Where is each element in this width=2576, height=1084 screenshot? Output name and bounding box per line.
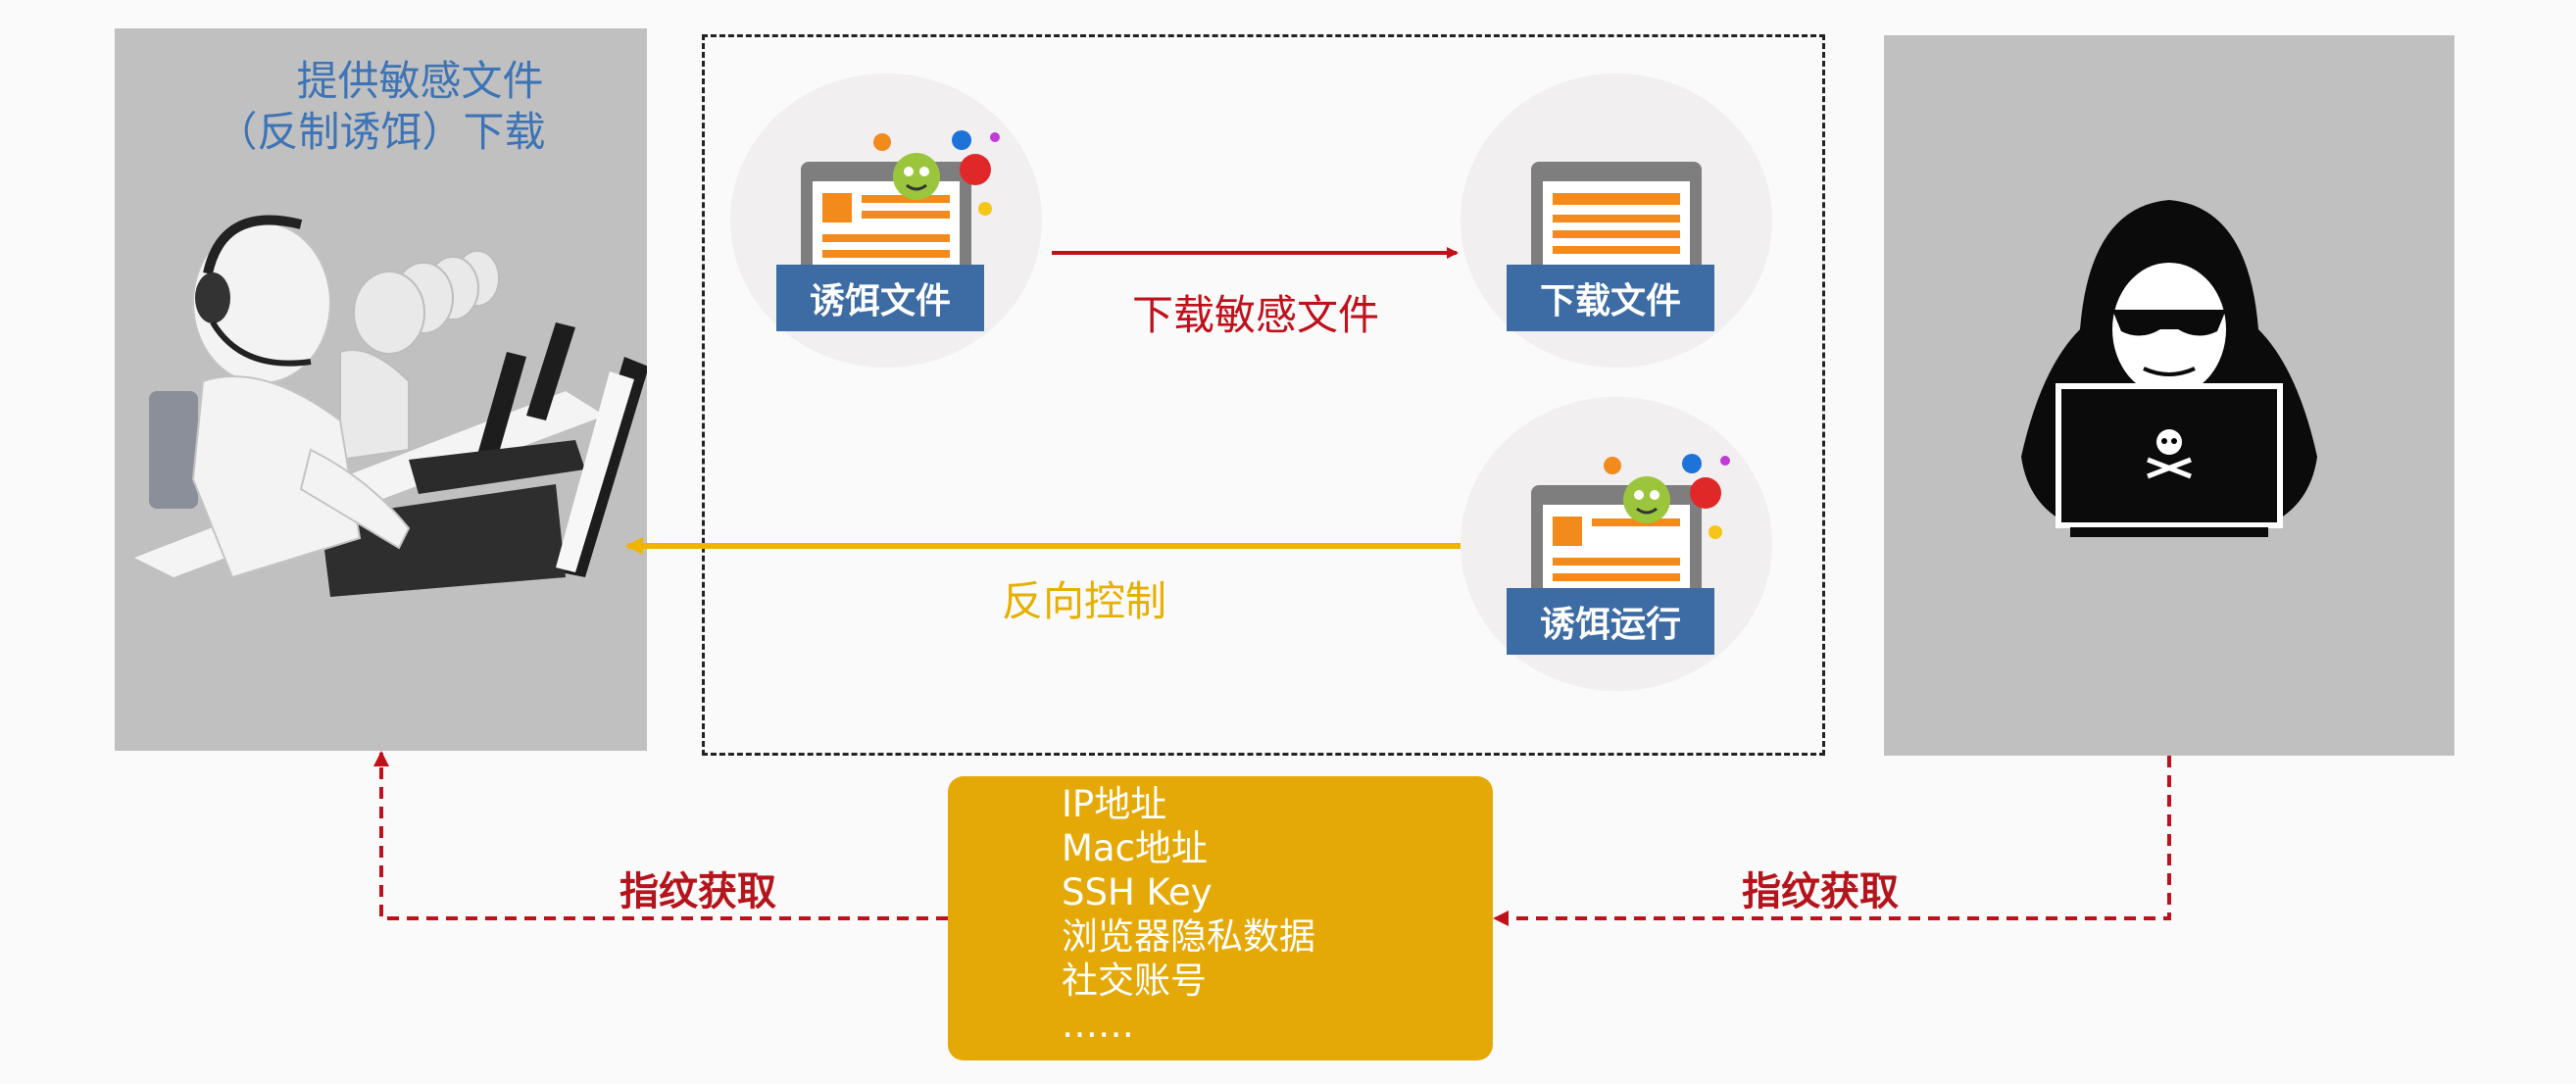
info-item-ssh-key: SSH Key	[1062, 871, 1213, 913]
defender-panel-title: 提供敏感文件 （反制诱饵）下载	[115, 56, 647, 158]
hacker-icon	[2021, 200, 2317, 537]
collected-info-box: IP地址 Mac地址 SSH Key 浏览器隐私数据 社交账号 ……	[948, 776, 1493, 1060]
info-item-ellipsis: ……	[1062, 1004, 1134, 1046]
reverse-control-label: 反向控制	[1002, 577, 1167, 625]
virus-icon	[1604, 454, 1730, 539]
download-file-badge: 下载文件	[1507, 265, 1714, 331]
skull-crossbones-icon	[2147, 429, 2192, 479]
info-item-browser-data: 浏览器隐私数据	[1062, 915, 1315, 958]
defender-title-line2: （反制诱饵）下载	[216, 108, 546, 156]
left-fingerprint-connector	[373, 751, 948, 920]
bait-file-badge: 诱饵文件	[776, 265, 984, 331]
bait-file-node: 诱饵文件	[730, 74, 1042, 368]
interaction-zone	[702, 34, 1825, 756]
call-center-agents-illustration	[134, 215, 647, 597]
defender-title-line1: 提供敏感文件	[296, 57, 544, 105]
bait-run-badge: 诱饵运行	[1507, 588, 1714, 655]
virus-icon	[873, 130, 1000, 216]
bait-run-node: 诱饵运行	[1461, 397, 1772, 691]
download-file-node: 下载文件	[1461, 74, 1772, 368]
collected-info-list: IP地址 Mac地址 SSH Key 浏览器隐私数据 社交账号 ……	[1062, 782, 1315, 1047]
info-item-social-account: 社交账号	[1062, 960, 1207, 1002]
info-item-mac: Mac地址	[1062, 827, 1208, 869]
defender-panel: 提供敏感文件 （反制诱饵）下载	[115, 28, 647, 751]
left-fingerprint-label: 指纹获取	[619, 869, 776, 914]
download-sensitive-label: 下载敏感文件	[1132, 291, 1380, 339]
right-fingerprint-connector	[1493, 756, 2171, 926]
attacker-panel	[1884, 35, 2454, 756]
right-fingerprint-label: 指纹获取	[1742, 869, 1899, 914]
info-item-ip: IP地址	[1062, 783, 1167, 825]
